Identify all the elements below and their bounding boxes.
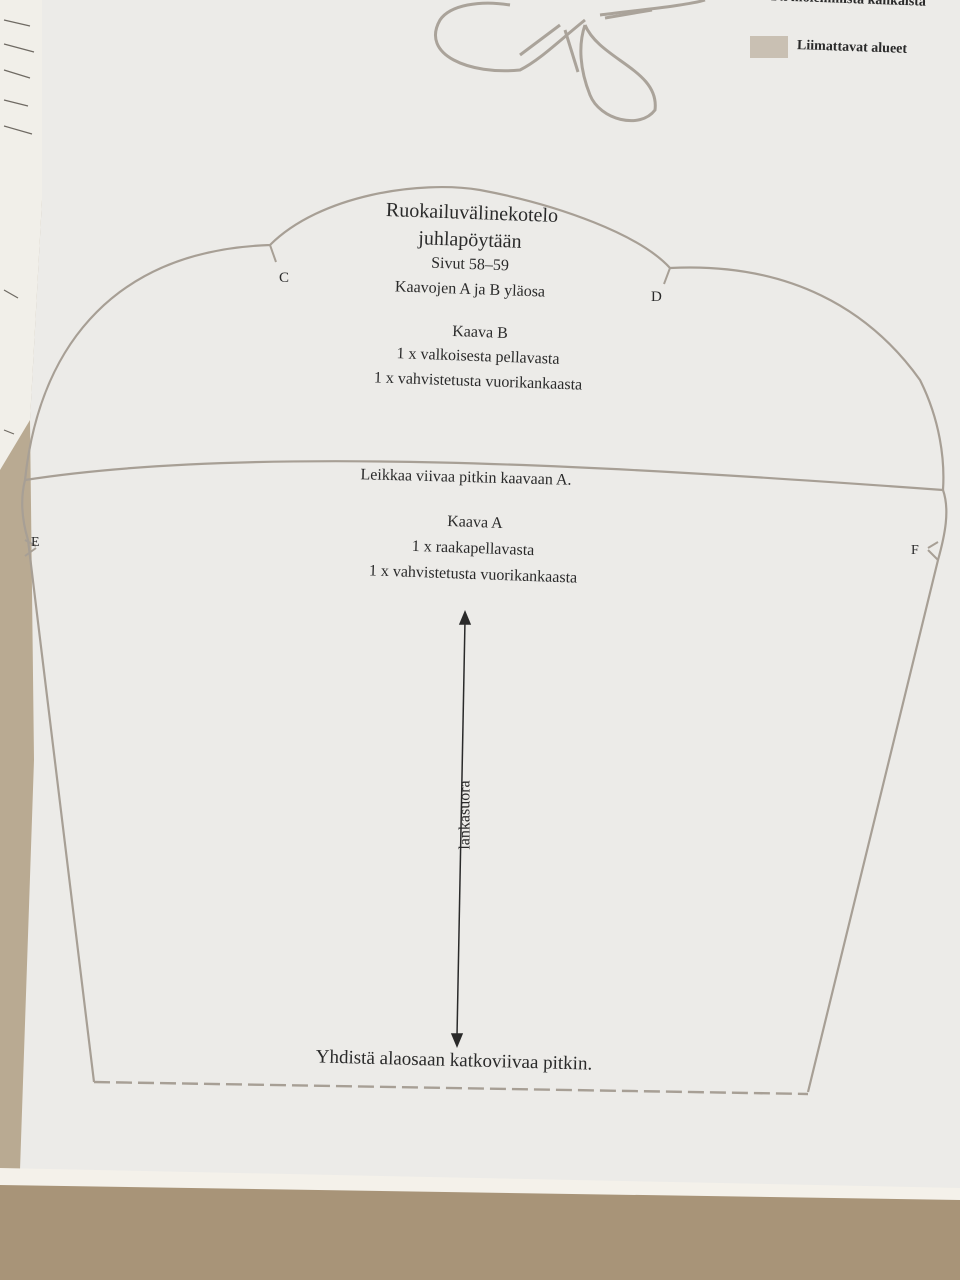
- pattern-b-name: Kaava B: [451, 323, 509, 342]
- notch-e: [24, 539, 37, 557]
- table-shadow: [0, 1185, 960, 1280]
- grain-label: lankasuora: [456, 780, 474, 850]
- notch-f: [927, 541, 939, 561]
- notch-marks: [24, 244, 939, 561]
- paper-page: [20, 0, 960, 1190]
- grain-arrow: [450, 610, 472, 1048]
- marker-e: E: [31, 535, 40, 550]
- flower-ornament: [434, 0, 706, 123]
- pattern-title-line2: juhlapöytään: [418, 227, 523, 253]
- notch-c: [269, 244, 277, 263]
- left-page-edge: [0, 0, 50, 470]
- marker-c: C: [279, 270, 290, 286]
- pattern-a-name: Kaava A: [446, 513, 504, 532]
- page-bottom-edge: [0, 1168, 960, 1200]
- marker-f: F: [911, 543, 919, 558]
- notch-d: [663, 267, 671, 285]
- dashed-bottom-edge: [93, 1080, 809, 1096]
- pattern-pages: Sivut 58–59: [430, 254, 510, 275]
- legend-swatch: [750, 36, 788, 58]
- marker-d: D: [651, 289, 662, 305]
- left-page-text-fragments: [3, 19, 35, 435]
